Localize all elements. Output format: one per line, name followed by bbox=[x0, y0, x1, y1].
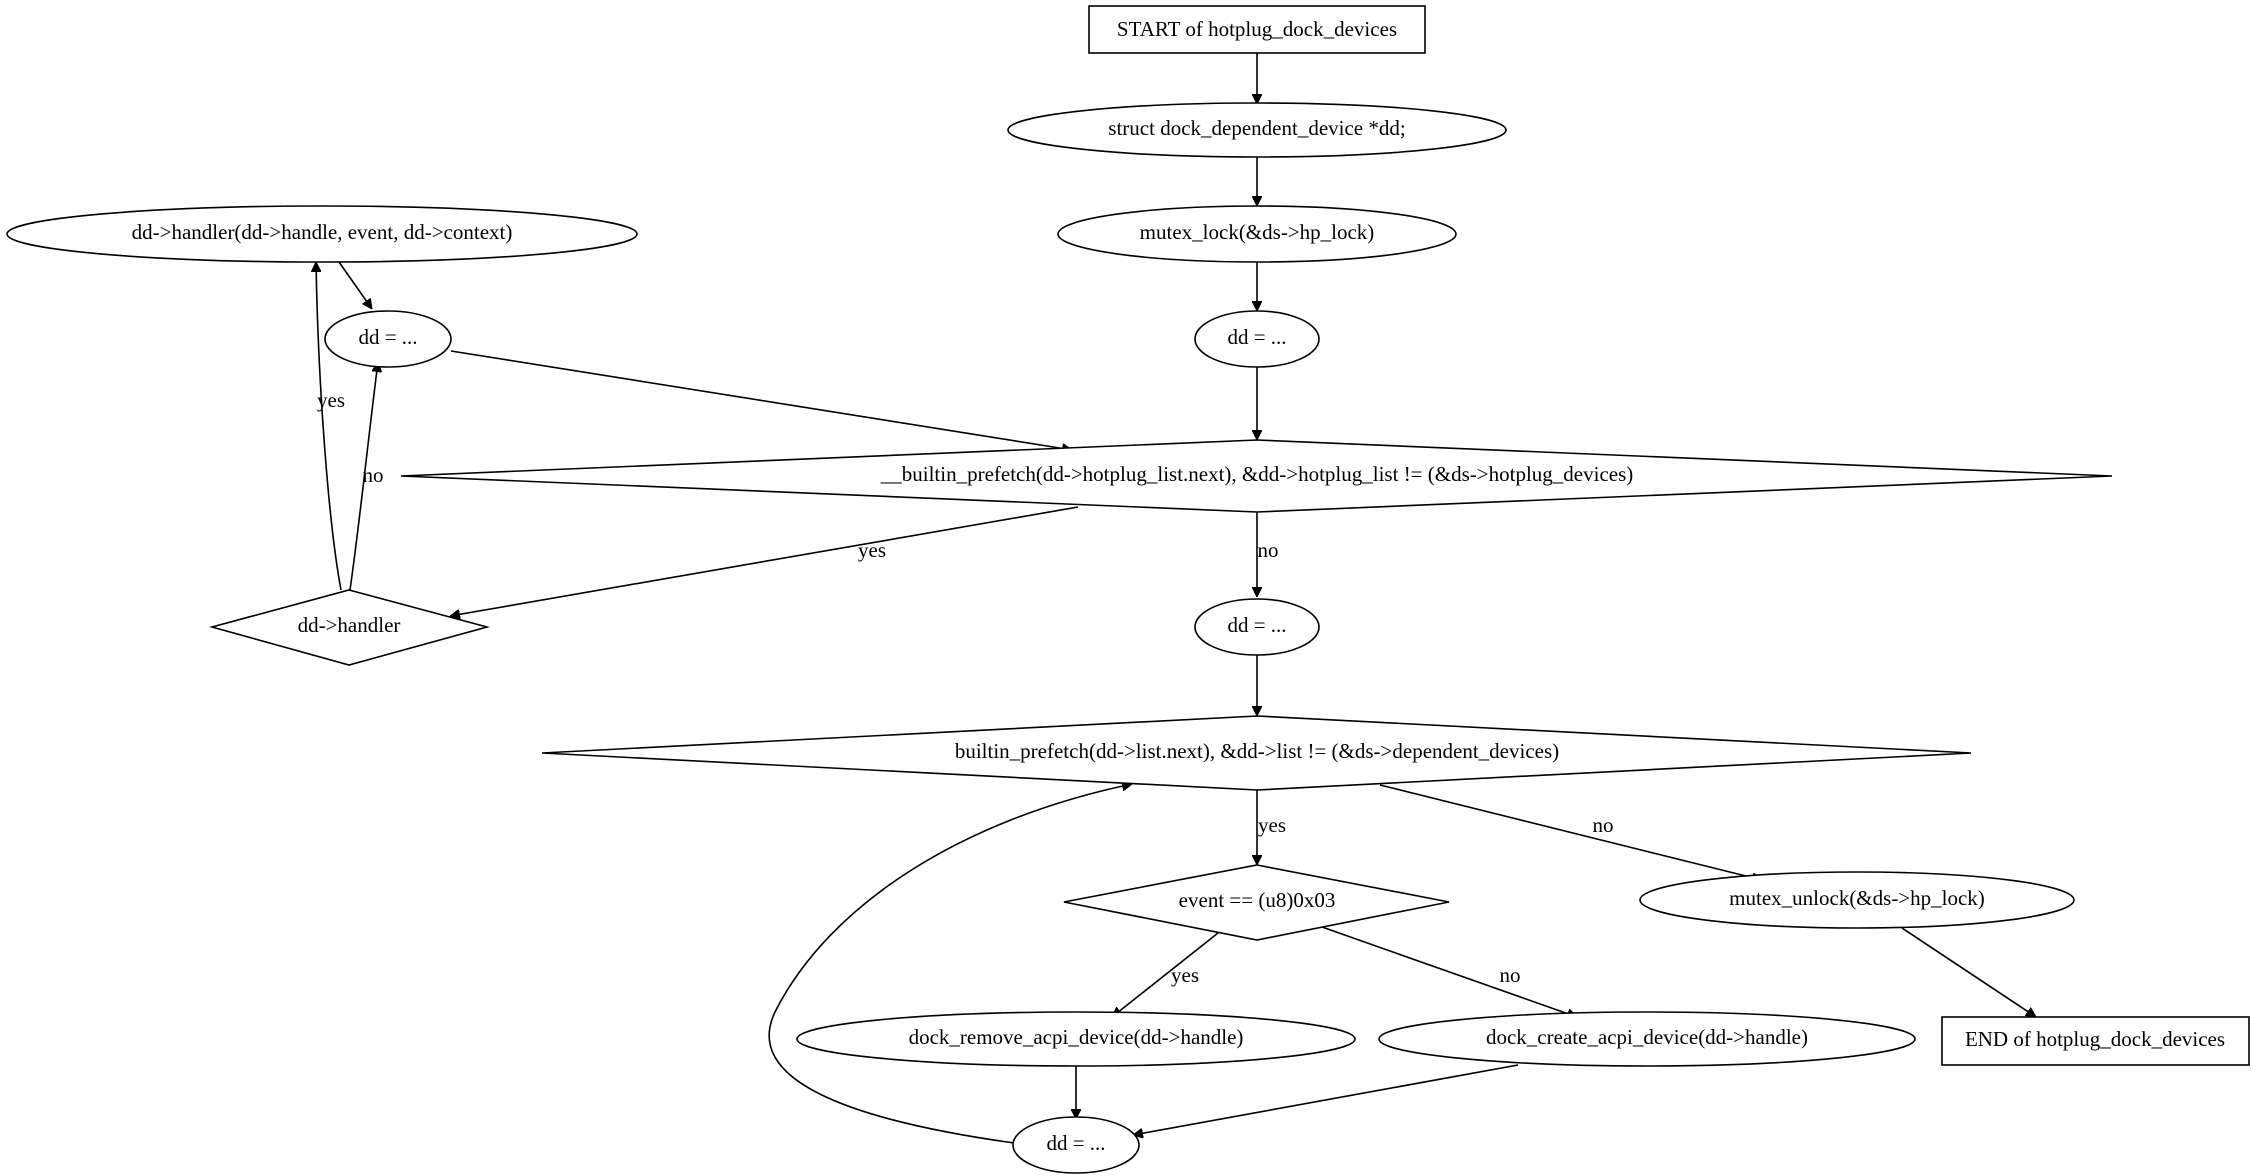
node-dd2: dd = ... bbox=[324, 310, 452, 368]
edge-label-event-yes: yes bbox=[1171, 963, 1199, 987]
edge-dd2-cond1 bbox=[450, 350, 1072, 450]
node-end-label: END of hotplug_dock_devices bbox=[1965, 1027, 2225, 1051]
node-event-cond: event == (u8)0x03 bbox=[1063, 864, 1450, 941]
edge-handlercall-dd2 bbox=[338, 261, 373, 309]
node-remove-label: dock_remove_acpi_device(dd->handle) bbox=[909, 1025, 1244, 1049]
node-create-label: dock_create_acpi_device(dd->handle) bbox=[1486, 1025, 1808, 1049]
edges bbox=[316, 53, 2036, 1144]
edge-cond2-unlock bbox=[1379, 784, 1762, 880]
node-cond1-label: __builtin_prefetch(dd->hotplug_list.next… bbox=[880, 462, 1634, 486]
node-unlock: mutex_unlock(&ds->hp_lock) bbox=[1639, 871, 2075, 929]
edge-eventcond-remove bbox=[1112, 932, 1219, 1017]
node-dd3: dd = ... bbox=[1194, 598, 1320, 656]
node-start: START of hotplug_dock_devices bbox=[1088, 5, 1426, 54]
edge-labels: yes no yes no yes no yes no bbox=[317, 388, 1614, 987]
node-dd3-label: dd = ... bbox=[1227, 613, 1286, 637]
edge-cond1-handlercond bbox=[450, 506, 1079, 616]
node-end: END of hotplug_dock_devices bbox=[1941, 1016, 2250, 1066]
edge-label-cond1-yes: yes bbox=[858, 538, 886, 562]
edge-label-cond1-no: no bbox=[1258, 538, 1279, 562]
node-event-cond-label: event == (u8)0x03 bbox=[1179, 888, 1336, 912]
node-handler-call: dd->handler(dd->handle, event, dd->conte… bbox=[6, 205, 638, 263]
edge-eventcond-create bbox=[1321, 926, 1577, 1017]
edge-label-cond2-yes: yes bbox=[1258, 813, 1286, 837]
node-handler-cond-label: dd->handler bbox=[298, 613, 401, 637]
node-decl-label: struct dock_dependent_device *dd; bbox=[1108, 116, 1405, 140]
node-lock-label: mutex_lock(&ds->hp_lock) bbox=[1140, 220, 1375, 244]
edge-handlercond-dd2 bbox=[349, 362, 378, 591]
node-unlock-label: mutex_unlock(&ds->hp_lock) bbox=[1729, 886, 1985, 910]
node-dd4: dd = ... bbox=[1012, 1116, 1140, 1174]
edge-label-cond2-no: no bbox=[1593, 813, 1614, 837]
node-dd2-label: dd = ... bbox=[358, 325, 417, 349]
node-create: dock_create_acpi_device(dd->handle) bbox=[1378, 1011, 1916, 1067]
node-dd1: dd = ... bbox=[1194, 310, 1320, 368]
edge-unlock-end bbox=[1901, 927, 2036, 1018]
edge-create-dd4 bbox=[1133, 1064, 1519, 1135]
node-cond2: builtin_prefetch(dd->list.next), &dd->li… bbox=[541, 715, 1972, 791]
edge-handlercond-handlercall bbox=[316, 262, 342, 591]
edge-label-handler-no: no bbox=[363, 463, 384, 487]
node-decl: struct dock_dependent_device *dd; bbox=[1007, 102, 1507, 158]
node-handler-call-label: dd->handler(dd->handle, event, dd->conte… bbox=[132, 220, 513, 244]
edge-label-event-no: no bbox=[1500, 963, 1521, 987]
node-remove: dock_remove_acpi_device(dd->handle) bbox=[796, 1011, 1356, 1067]
node-cond1: __builtin_prefetch(dd->hotplug_list.next… bbox=[400, 439, 2113, 513]
edge-label-handler-yes: yes bbox=[317, 388, 345, 412]
node-lock: mutex_lock(&ds->hp_lock) bbox=[1057, 205, 1457, 263]
node-dd4-label: dd = ... bbox=[1046, 1131, 1105, 1155]
node-handler-cond: dd->handler bbox=[208, 589, 491, 666]
edge-dd4-cond2 bbox=[768, 784, 1132, 1144]
node-start-label: START of hotplug_dock_devices bbox=[1117, 17, 1397, 41]
node-cond2-label: builtin_prefetch(dd->list.next), &dd->li… bbox=[955, 739, 1559, 763]
node-dd1-label: dd = ... bbox=[1227, 325, 1286, 349]
